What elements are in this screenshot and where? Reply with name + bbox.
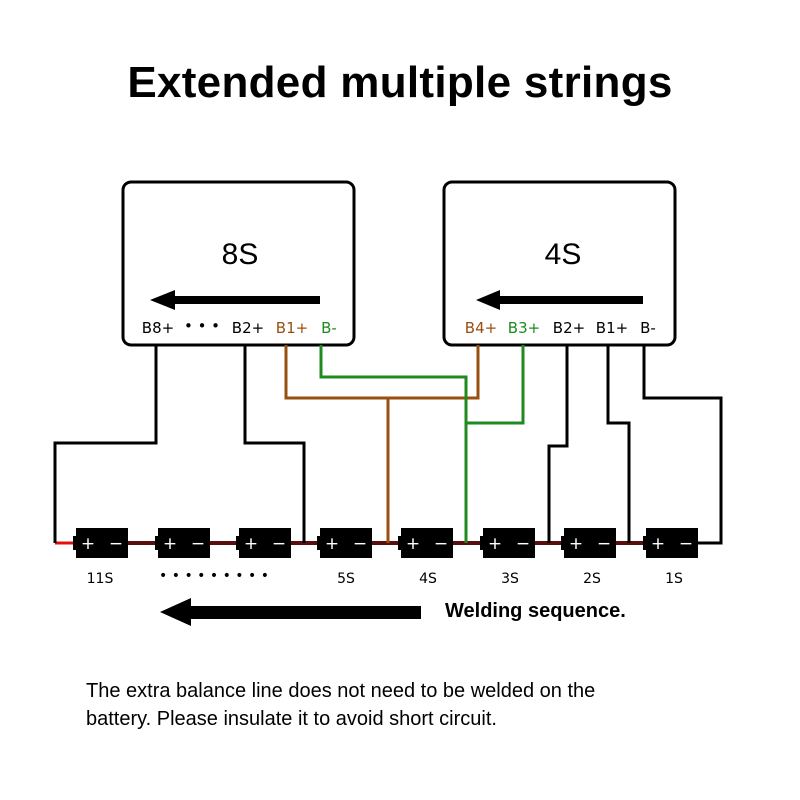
battery-body [483, 528, 535, 558]
minus-icon: − [434, 534, 448, 554]
battery-terminal [561, 536, 565, 550]
cell-label-2s: 2S [583, 571, 601, 587]
wire-b-minus-to-cell [319, 345, 468, 543]
bms-4s-label: 4S [545, 238, 582, 271]
pin-b-minus: B- [640, 319, 656, 337]
battery-cell: +− [643, 528, 698, 558]
battery-body [646, 528, 698, 558]
arrow-left-icon [476, 290, 643, 310]
welding-arrow-icon [160, 598, 421, 626]
plus-icon: + [81, 534, 95, 554]
plus-icon: + [569, 534, 583, 554]
battery-terminal [155, 536, 159, 550]
wire-b1-b4 [284, 345, 480, 400]
pin-ellipsis: • • • [184, 317, 220, 335]
black-wires [53, 345, 723, 545]
brown-wires [284, 345, 480, 543]
cell-label-1s: 1S [665, 571, 683, 587]
note-text: The extra balance line does not need to … [86, 677, 726, 733]
minus-icon: − [272, 534, 286, 554]
pin-b1-plus: B1+ [596, 319, 628, 337]
bms-8s-label: 8S [222, 238, 259, 271]
battery-body [76, 528, 128, 558]
plus-icon: + [488, 534, 502, 554]
cell-label-4s: 4S [419, 571, 437, 587]
arrow-left-icon [150, 290, 320, 310]
battery-cell: +− [155, 528, 210, 558]
cell-labels: 11S • • • • • • • • • 5S 4S 3S 2S 1S [87, 568, 683, 587]
plus-icon: + [163, 534, 177, 554]
minus-icon: − [353, 534, 367, 554]
cell-label-5s: 5S [337, 571, 355, 587]
plus-icon: + [651, 534, 665, 554]
battery-cell: +− [398, 528, 453, 558]
minus-icon: − [679, 534, 693, 554]
battery-body [320, 528, 372, 558]
green-wires [319, 345, 525, 543]
cell-label-ellipsis: • • • • • • • • • [159, 568, 269, 584]
note-line-1: The extra balance line does not need to … [86, 680, 596, 702]
battery-terminal [480, 536, 484, 550]
wire-4s-b1 [606, 345, 631, 543]
wire-b3-plus [466, 345, 525, 425]
wire-4s-b2 [547, 345, 569, 543]
battery-body [564, 528, 616, 558]
diagram-title: Extended multiple strings [127, 58, 673, 107]
cell-label-11s: 11S [87, 571, 114, 587]
pin-b1-plus: B1+ [276, 319, 308, 337]
battery-cells: +−+−+−+−+−+−+−+− [73, 528, 698, 558]
note-line-2: battery. Please insulate it to avoid sho… [86, 708, 497, 730]
battery-body [401, 528, 453, 558]
wire-4s-b-minus [642, 345, 723, 545]
battery-terminal [236, 536, 240, 550]
battery-cell: +− [480, 528, 535, 558]
battery-cell: +− [317, 528, 372, 558]
battery-cell: +− [73, 528, 128, 558]
wire-8s-b2 [243, 345, 306, 543]
pin-b3-plus: B3+ [508, 319, 540, 337]
battery-terminal [73, 536, 77, 550]
welding-sequence-label: Welding sequence. [445, 600, 626, 622]
minus-icon: − [597, 534, 611, 554]
plus-icon: + [325, 534, 339, 554]
battery-terminal [317, 536, 321, 550]
pin-b8-plus: B8+ [142, 319, 174, 337]
plus-icon: + [406, 534, 420, 554]
battery-body [239, 528, 291, 558]
minus-icon: − [109, 534, 123, 554]
cell-label-3s: 3S [501, 571, 519, 587]
pin-b4-plus: B4+ [465, 319, 497, 337]
battery-terminal [643, 536, 647, 550]
bms-board-8s: 8S B8+ • • • B2+ B1+ B- [121, 180, 356, 347]
battery-body [158, 528, 210, 558]
minus-icon: − [516, 534, 530, 554]
battery-cell: +− [236, 528, 291, 558]
pin-b-minus: B- [321, 319, 337, 337]
battery-cell: +− [561, 528, 616, 558]
pin-b2-plus: B2+ [232, 319, 264, 337]
battery-terminal [398, 536, 402, 550]
bms-board-4s: 4S B4+ B3+ B2+ B1+ B- [442, 180, 677, 347]
plus-icon: + [244, 534, 258, 554]
minus-icon: − [191, 534, 205, 554]
wire-8s-b8 [53, 345, 158, 543]
pin-b2-plus: B2+ [553, 319, 585, 337]
